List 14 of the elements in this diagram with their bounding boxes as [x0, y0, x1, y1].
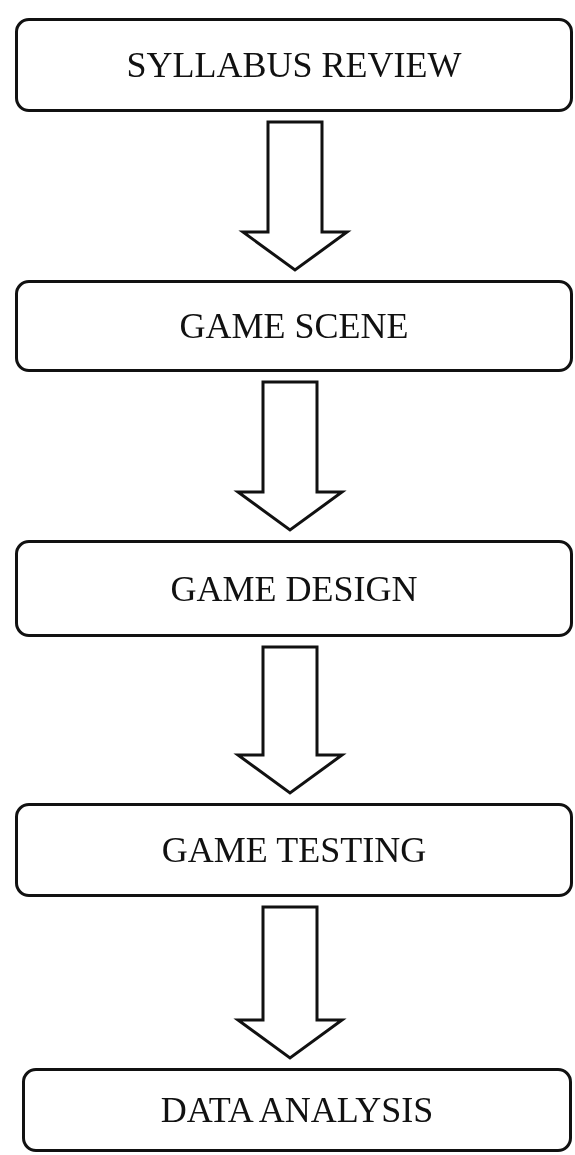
process-box: [15, 280, 573, 372]
process-box: [15, 803, 573, 897]
process-box: [22, 1068, 572, 1152]
block-arrow: [233, 645, 347, 795]
step-label: GAME TESTING: [161, 829, 427, 871]
step-label: SYLLABUS REVIEW: [126, 44, 462, 86]
process-box: [15, 18, 573, 112]
process-box: [15, 540, 573, 637]
step-label: GAME SCENE: [179, 305, 409, 347]
block-arrow: [233, 905, 347, 1060]
block-arrow: [233, 380, 347, 532]
step-label: DATA ANALYSIS: [160, 1089, 434, 1131]
step-label: GAME DESIGN: [170, 567, 418, 610]
block-arrow: [238, 120, 352, 272]
